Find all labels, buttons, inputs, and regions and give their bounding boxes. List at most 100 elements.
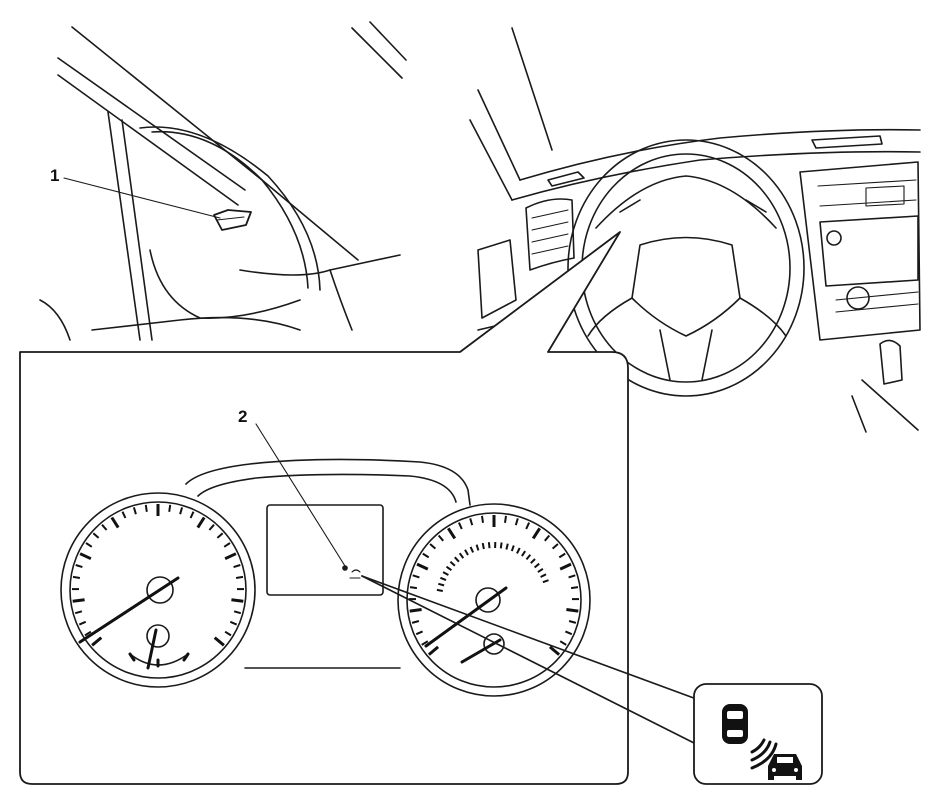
gauge-tick [224, 630, 232, 637]
gauge-tick [121, 511, 127, 519]
gauge-tick [72, 598, 85, 603]
blind-spot-warning-icon [722, 704, 802, 780]
gauge-tick [447, 527, 457, 540]
gauge-tick [568, 574, 576, 579]
side-indicator-light [213, 209, 252, 231]
callout-2: 2 [238, 407, 346, 567]
gauge-inner-tick [458, 552, 465, 559]
gauge-tick [525, 522, 531, 530]
gauge-tick [551, 543, 559, 550]
gauge-tick [229, 620, 238, 626]
gauge-tick [409, 586, 418, 590]
gauge-tick [168, 504, 172, 512]
gauge-inner-tick [469, 546, 475, 553]
gauge-inner-tick [449, 561, 456, 567]
gauge-tick [411, 620, 420, 624]
speedometer-gauge [397, 503, 591, 697]
gauge-inner-tick [510, 545, 515, 552]
gauge-tick [233, 610, 242, 615]
gauge-inner-tick [505, 543, 509, 550]
gauge-tick [564, 630, 573, 636]
gauge-tick [469, 518, 474, 526]
gauge-inner-tick [464, 549, 469, 556]
gauge-inner-tick [530, 558, 536, 564]
gauge-inner-tick [516, 547, 521, 554]
speedometer-ticks [409, 515, 579, 656]
gauge-tick [208, 524, 215, 531]
gauge-tick [409, 608, 422, 613]
blind-spot-warning-icon-box [693, 683, 823, 785]
gauge-tick [416, 562, 429, 571]
gauge-tick [437, 534, 444, 542]
gauge-tick [74, 610, 83, 615]
callout-label-2: 2 [238, 407, 247, 426]
gauge-tick [79, 552, 92, 561]
center-display [266, 504, 384, 596]
gauge-tick [72, 575, 81, 579]
gauge-tick [421, 640, 429, 646]
gauge-inner-tick [537, 567, 544, 573]
zoom-callout [19, 231, 629, 785]
speedometer-needle [424, 586, 508, 648]
gauge-inner-tick [440, 576, 447, 582]
gauge-tick [514, 518, 519, 526]
tachometer-needle [78, 576, 180, 644]
gauge-inner-tick [442, 571, 449, 576]
gauge-inner-tick [475, 544, 480, 551]
gauge-inner-tick [445, 565, 452, 572]
gauge-inner-tick [436, 588, 443, 592]
a-pillar-illustration [39, 21, 407, 341]
gauge-tick [223, 542, 231, 548]
gauge-tick [558, 552, 566, 559]
gauge-tick [481, 515, 484, 523]
gauge-tick [189, 511, 195, 519]
callout-1: 1 [50, 166, 221, 219]
gauge-tick [412, 574, 420, 579]
gauge-tick [92, 532, 100, 539]
gauge-inner-tick [481, 542, 485, 550]
gauge-inner-tick [487, 542, 491, 549]
gauge-inner-tick [533, 562, 540, 569]
cluster-indicator-light [342, 565, 361, 579]
gauge-tick [548, 645, 561, 656]
gauge-tick [504, 515, 507, 523]
gauge-tick [457, 522, 463, 530]
gauge-inner-tick [438, 582, 445, 587]
gauge-inner-tick [540, 573, 547, 578]
gauge-tick [224, 552, 237, 561]
gauge-tick [568, 620, 577, 624]
gauge-inner-tick [454, 556, 460, 563]
gauge-tick [544, 534, 551, 542]
gauge-tick [91, 636, 103, 647]
gauge-tick [531, 527, 541, 540]
gauge-tick [235, 575, 244, 579]
tachometer-gauge [60, 492, 256, 688]
gauge-inner-tick [525, 554, 532, 561]
gauge-tick [415, 630, 424, 636]
instrument-cluster [60, 458, 591, 697]
gauge-tick [75, 564, 83, 569]
gauge-tick [78, 620, 87, 626]
gauge-tick [233, 564, 241, 569]
gauge-tick [566, 608, 579, 613]
gauge-tick [559, 562, 572, 571]
gauge-tick [179, 507, 184, 515]
callout-label-1: 1 [50, 166, 59, 185]
gauge-tick [559, 640, 567, 646]
gauge-tick [429, 543, 437, 550]
gauge-tick [216, 532, 224, 539]
tachometer-ticks [72, 504, 244, 647]
speedometer-inner-scale [436, 541, 549, 592]
gauge-tick [427, 645, 440, 656]
gauge-inner-tick [499, 542, 503, 549]
gauge-inner-tick [521, 550, 527, 557]
gauge-tick [144, 504, 148, 512]
gauge-tick [422, 552, 430, 559]
gauge-tick [110, 516, 120, 529]
gauge-tick [85, 542, 93, 548]
gauge-tick [84, 630, 92, 637]
indicator-magnify-pointer [361, 575, 711, 747]
gauge-tick [231, 598, 244, 603]
gauge-tick [101, 524, 108, 531]
